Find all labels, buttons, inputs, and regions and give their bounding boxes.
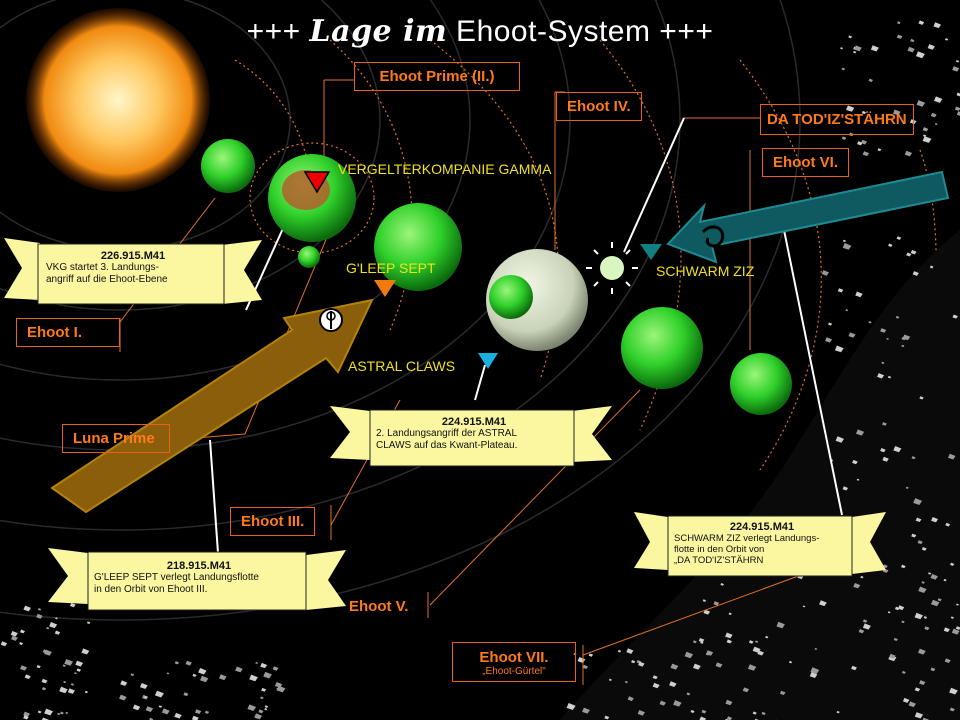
event-4-line-1: SCHWARM ZIZ verlegt Landungs- (674, 533, 820, 544)
event-4-line-3: „DA TOD'IZ'STÄHRN (674, 555, 764, 566)
event-3-line-1: G'LEEP SEPT verlegt Landungsflotte (94, 572, 259, 583)
event-scroll-3 (48, 548, 346, 611)
planet-ehoot-v (621, 307, 703, 389)
label-ehoot-iii: Ehoot III. (230, 507, 316, 536)
event-scroll-2 (330, 406, 612, 467)
label-ehoot-vii: Ehoot VII. „Ehoot-Gürtel" (452, 642, 576, 682)
page-title: +++ Lage im Ehoot-System +++ (0, 14, 960, 49)
event-4-date: 224.915.M41 (729, 521, 795, 533)
event-2-line-1: 2. Landungsangriff der ASTRAL (376, 428, 518, 439)
tyranid-sigil-icon (701, 225, 725, 248)
event-scroll-4 (634, 512, 886, 577)
label-ehoot-vi: Ehoot VI. (762, 148, 849, 177)
event-1-text: 226.915.M41 VKG startet 3. Landungs- ang… (46, 250, 220, 286)
astral-claws-marker (478, 353, 498, 369)
label-ehoot-prime: Ehoot Prime (II.) (354, 62, 520, 91)
label-ehoot-iv: Ehoot IV. (556, 92, 642, 121)
schwarm-ziz-arrow (666, 170, 950, 264)
schwarm-ziz-marker (640, 244, 662, 260)
force-schwarm-ziz-label: SCHWARM ZIZ (656, 263, 755, 279)
label-ehoot-vii-sub: „Ehoot-Gürtel" (482, 666, 546, 677)
title-rest: Ehoot-System +++ (447, 15, 714, 48)
event-3-date: 218.915.M41 (166, 560, 232, 572)
force-vkg-label: VERGELTERKOMPANIE GAMMA (338, 161, 552, 177)
event-3-text: 218.915.M41 G'LEEP SEPT verlegt Landungs… (94, 560, 304, 596)
sun (26, 8, 210, 192)
planet-luna-prime (298, 246, 320, 268)
label-ehoot-v: Ehoot V. (349, 598, 409, 615)
event-2-line-2: CLAWS auf das Kwant-Plateau. (376, 440, 518, 451)
force-gleep-sept-label: G'LEEP SEPT (346, 260, 436, 276)
tau-emblem-icon (319, 308, 343, 332)
force-astral-claws-label: ASTRAL CLAWS (348, 358, 456, 374)
title-gothic: Lage im (309, 14, 448, 49)
label-ehoot-i: Ehoot I. (16, 318, 120, 347)
event-1-date: 226.915.M41 (100, 250, 166, 262)
title-prefix: +++ (246, 15, 310, 48)
label-luna-prime: Luna Prime (62, 424, 170, 453)
planet-ehoot-iii (374, 203, 462, 291)
event-2-date: 224.915.M41 (441, 416, 507, 428)
event-4-line-2: flotte in den Orbit von (674, 544, 765, 555)
label-ehoot-vii-name: Ehoot VII. (479, 649, 549, 666)
event-1-line-2: angriff auf die Ehoot-Ebene (46, 274, 168, 285)
event-4-text: 224.915.M41 SCHWARM ZIZ verlegt Landungs… (674, 521, 850, 567)
event-scroll-1 (4, 238, 262, 305)
gleep-sept-arrow (50, 298, 374, 514)
asteroid-belt (0, 20, 960, 720)
event-2-text: 224.915.M41 2. Landungsangriff der ASTRA… (376, 416, 572, 452)
label-da-todiz-stahrn: DA TOD'IZ'STÄHRN (760, 104, 914, 135)
planet-ehoot-vi (730, 353, 792, 415)
planet-ehoot-i (201, 139, 255, 193)
da-todiz-stahrn-station (586, 242, 638, 294)
planet-ehoot-iv-moon (489, 275, 533, 319)
event-3-line-2: in den Orbit von Ehoot III. (94, 584, 208, 595)
vkg-marker (303, 171, 331, 194)
planet-ehoot-iv (486, 249, 588, 351)
gleep-sept-marker (374, 280, 396, 297)
event-1-line-1: VKG startet 3. Landungs- (46, 262, 159, 273)
